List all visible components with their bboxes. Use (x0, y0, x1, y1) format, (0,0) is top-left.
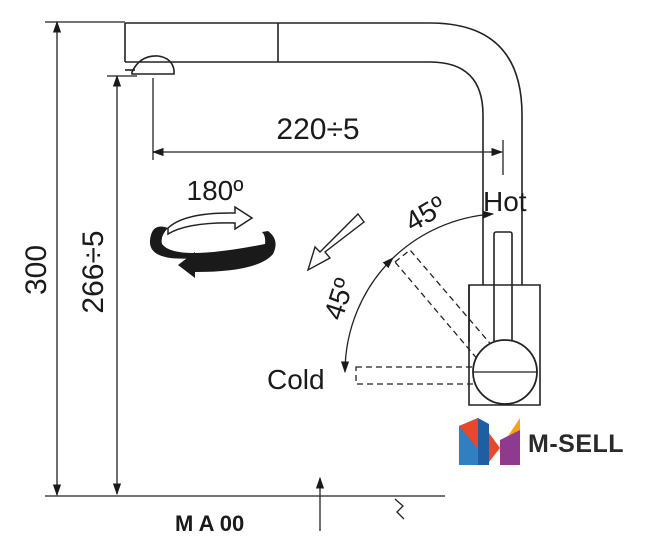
lever-hot-position (493, 231, 513, 353)
hot-label: Hot (483, 186, 527, 217)
lever-cold-angle-label: 45º (318, 275, 360, 324)
lever-hot-angle-label: 45º (400, 190, 451, 238)
angle-arc (340, 210, 495, 374)
cold-label: Cold (267, 364, 325, 395)
rotation-angle-label: 180º (187, 175, 244, 206)
dim-reach (151, 78, 504, 175)
lever-cold-position (355, 366, 497, 385)
m-sell-logo-icon (459, 418, 520, 465)
total-height-label: 300 (20, 245, 53, 295)
spout-height-label: 266÷5 (77, 230, 110, 313)
dim-spout-height (107, 74, 137, 496)
dim-total-height (45, 20, 445, 497)
logo-text: M-SELL (528, 430, 624, 458)
lever-swing-arrow-icon (306, 212, 365, 272)
lever-mid-position (394, 249, 501, 369)
reach-label: 220÷5 (276, 113, 359, 146)
base-center-mark (315, 476, 405, 531)
faucet-spout (124, 22, 523, 285)
faucet-base (468, 284, 541, 406)
rotation-arrow-icon (149, 205, 276, 278)
aerator-head (125, 55, 175, 75)
bottom-cut-text: M A 00 (175, 511, 244, 531)
